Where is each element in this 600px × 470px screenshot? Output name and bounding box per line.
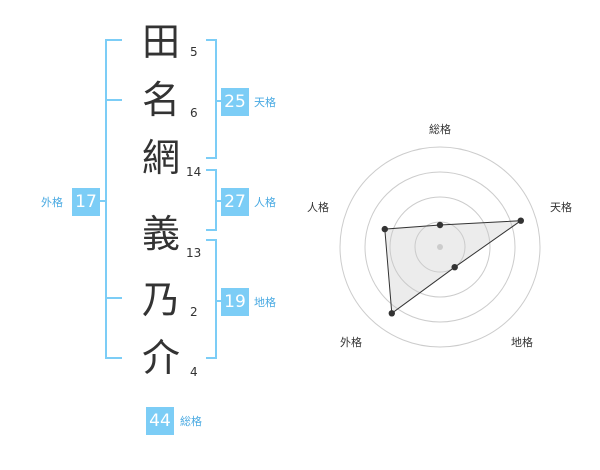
- name-char-5: 乃: [141, 278, 180, 322]
- radar-point-3: [451, 264, 458, 271]
- radar-point-5: [381, 225, 388, 233]
- soukaku-label: 総格: [180, 415, 202, 428]
- radar-axis-label-tenkaku: 天格: [550, 201, 572, 214]
- name-char-6: 介: [141, 336, 180, 380]
- radar-axis-label-chikaku: 地格: [511, 336, 533, 349]
- tenkaku-label: 天格: [254, 96, 276, 109]
- stroke-count-4: 13: [186, 246, 202, 260]
- chikaku-label: 地格: [254, 296, 276, 309]
- stroke-count-5: 2: [190, 305, 198, 319]
- stroke-count-3: 14: [186, 165, 202, 179]
- radar-center-dot: [437, 244, 443, 250]
- name-char-3: 網: [141, 136, 180, 180]
- chikaku-badge: 19: [221, 288, 249, 316]
- gaikaku-bracket: [105, 39, 122, 359]
- radar-axis-label-jinkaku: 人格: [307, 201, 329, 214]
- radar-ring-4: [339, 146, 541, 348]
- soukaku-badge: 44: [146, 407, 174, 435]
- radar-point-1: [436, 221, 444, 229]
- chikaku-bracket: [206, 239, 217, 359]
- jinkaku-label: 人格: [254, 196, 276, 209]
- radar-axis-label-gaikaku: 外格: [340, 336, 362, 349]
- radar-axis-label-soukaku: 総格: [429, 123, 451, 136]
- name-char-1: 田: [141, 20, 180, 64]
- stroke-count-6: 4: [190, 365, 198, 379]
- name-char-4: 義: [141, 212, 180, 256]
- gaikaku-label: 外格: [41, 196, 63, 209]
- tenkaku-badge: 25: [221, 88, 249, 116]
- name-char-2: 名: [141, 78, 180, 122]
- radar-ring-3: [364, 171, 516, 323]
- radar-point-2: [517, 217, 524, 224]
- radar-point-4: [388, 310, 395, 317]
- tenkaku-bracket: [206, 39, 217, 159]
- radar-ring-2: [389, 196, 491, 298]
- stroke-count-2: 6: [190, 106, 198, 120]
- jinkaku-badge: 27: [221, 188, 249, 216]
- gaikaku-badge: 17: [72, 188, 100, 216]
- stroke-count-1: 5: [190, 45, 198, 59]
